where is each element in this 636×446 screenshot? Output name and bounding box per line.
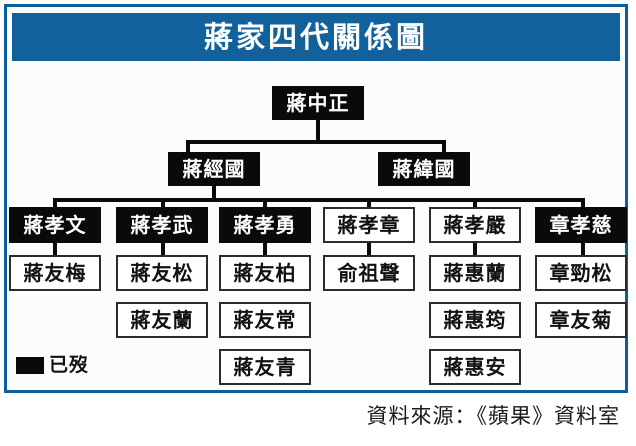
legend-label: 已歿	[49, 354, 90, 376]
connector-g2-stem	[212, 186, 216, 200]
connector-g3-drop-6	[581, 198, 585, 208]
connector-g4-stem-5	[473, 243, 477, 255]
connector-g2-bus	[53, 198, 585, 202]
node-chang-yu-chu: 章友菊	[535, 302, 627, 338]
node-chang-hsiao-tzu: 章孝慈	[535, 207, 627, 243]
node-label: 蔣友柏	[233, 261, 297, 285]
node-label: 蔣友蘭	[130, 308, 194, 332]
node-label: 蔣友青	[233, 355, 297, 379]
node-chiang-yu-ching: 蔣友青	[219, 349, 311, 385]
chart-title-banner: 蔣家四代關係圖	[12, 13, 620, 61]
connector-g3-drop-3	[263, 198, 267, 208]
node-label: 俞祖聲	[337, 261, 401, 285]
connector-g3-drop-5	[473, 198, 477, 208]
node-chiang-hui-lan: 蔣惠蘭	[429, 255, 521, 291]
source-credit: 資料來源：《蘋果》資料室	[366, 404, 620, 428]
node-label: 蔣中正	[286, 91, 350, 115]
legend: 已歿	[16, 356, 89, 375]
connector-g3-drop-1	[53, 198, 57, 208]
connector-g2-drop-2	[442, 140, 446, 155]
connector-g1-bus	[186, 140, 446, 144]
node-chiang-hsiao-wu: 蔣孝武	[116, 207, 208, 243]
node-chiang-hsiao-wen: 蔣孝文	[9, 207, 101, 243]
node-label: 蔣孝章	[337, 213, 401, 237]
node-chiang-ching-kuo: 蔣經國	[168, 152, 260, 186]
node-chiang-kai-shek: 蔣中正	[272, 86, 364, 120]
connector-g4-stem-6	[581, 243, 585, 255]
node-chiang-yu-mei: 蔣友梅	[9, 255, 101, 291]
node-label: 蔣友松	[130, 261, 194, 285]
node-label: 蔣惠筠	[443, 308, 507, 332]
node-chang-ching-sung: 章勁松	[535, 255, 627, 291]
node-chiang-yu-lan: 蔣友蘭	[116, 302, 208, 338]
connector-g4-stem-2	[161, 243, 165, 255]
node-chiang-yu-sung: 蔣友松	[116, 255, 208, 291]
connector-g4-stem-1	[53, 243, 57, 255]
node-chiang-yu-chang: 蔣友常	[219, 302, 311, 338]
connector-g3-drop-2	[161, 198, 165, 208]
node-label: 章勁松	[549, 261, 613, 285]
connector-g4-stem-3	[263, 243, 267, 255]
node-label: 章友菊	[549, 308, 613, 332]
node-chiang-hsiao-yung: 蔣孝勇	[219, 207, 311, 243]
node-label: 蔣惠蘭	[443, 261, 507, 285]
node-label: 蔣孝嚴	[443, 213, 507, 237]
node-label: 蔣孝文	[23, 213, 87, 237]
node-chiang-hsiao-yen: 蔣孝嚴	[429, 207, 521, 243]
node-chiang-hsiao-chang: 蔣孝章	[323, 207, 415, 243]
node-label: 章孝慈	[549, 213, 613, 237]
connector-g3-drop-4	[367, 198, 371, 208]
node-chiang-hui-yun: 蔣惠筠	[429, 302, 521, 338]
connector-g1-stem	[316, 120, 320, 142]
node-label: 蔣經國	[182, 157, 246, 181]
node-label: 蔣孝武	[130, 213, 194, 237]
page-title: 蔣家四代關係圖	[203, 19, 428, 54]
node-chiang-hui-an: 蔣惠安	[429, 349, 521, 385]
node-chiang-wei-kuo: 蔣緯國	[378, 152, 470, 186]
node-label: 蔣惠安	[443, 355, 507, 379]
connector-g2-drop-1	[186, 140, 190, 155]
deceased-swatch-icon	[16, 357, 44, 374]
node-chiang-yu-po: 蔣友柏	[219, 255, 311, 291]
node-label: 蔣緯國	[392, 157, 456, 181]
node-label: 蔣友梅	[23, 261, 87, 285]
connector-g4-stem-4	[367, 243, 371, 255]
node-label: 蔣孝勇	[233, 213, 297, 237]
node-yu-tsu-sheng: 俞祖聲	[323, 255, 415, 291]
node-label: 蔣友常	[233, 308, 297, 332]
